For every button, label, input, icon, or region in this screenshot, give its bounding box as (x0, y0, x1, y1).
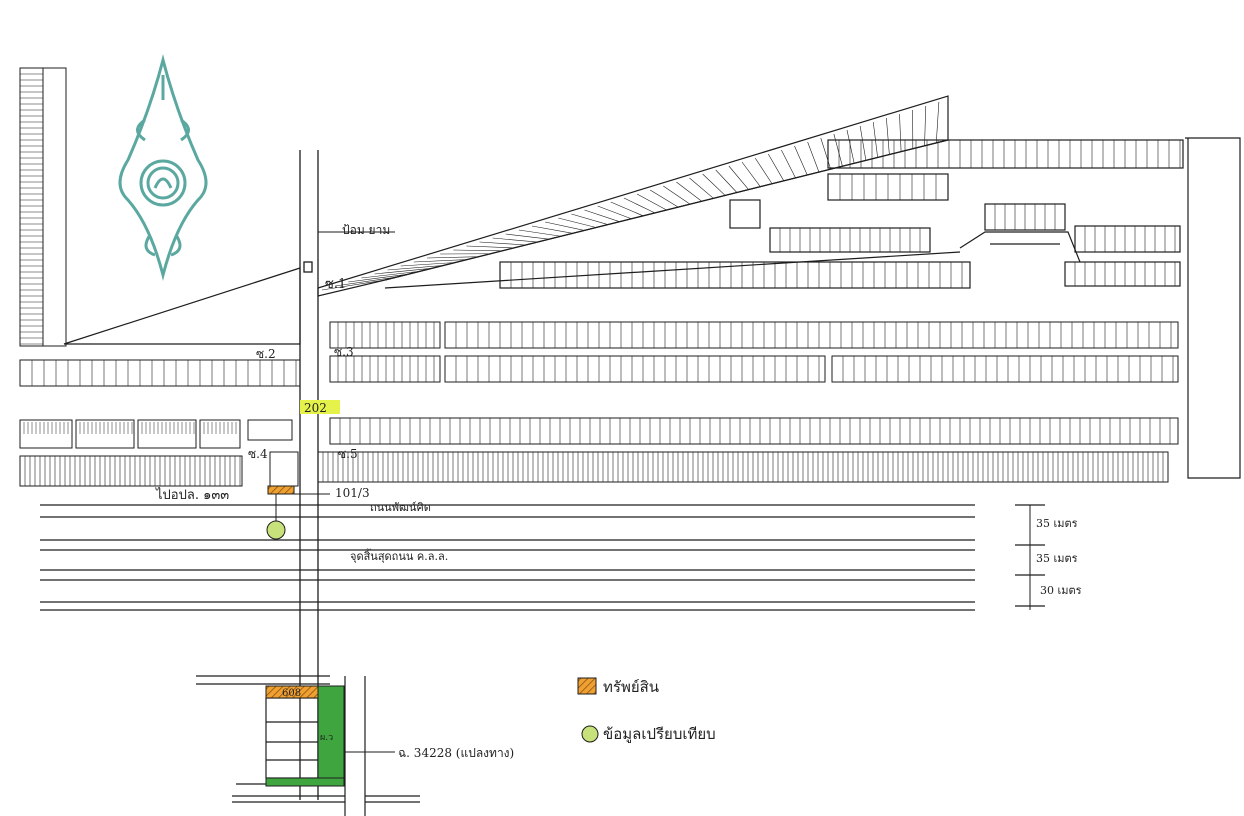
label-width-2: 35 เมตร (1036, 552, 1078, 565)
label-soi-4: ซ.4 (248, 447, 268, 461)
lot-divider (453, 249, 503, 252)
label-destination: ไปอปล. ๑๓๓ (155, 487, 229, 503)
left-lot-strip (19, 67, 67, 347)
lot-divider (636, 193, 667, 211)
lot-divider (426, 256, 479, 259)
lot-divider (899, 113, 902, 152)
lot-divider (886, 117, 890, 155)
lot-divider (597, 205, 632, 220)
highlight-box (300, 400, 340, 414)
legend-label-property: ทรัพย์สิน (603, 678, 659, 696)
lot-divider (715, 169, 738, 193)
comparison-marker (266, 520, 286, 540)
label-width-3: 30 เมตร (1040, 584, 1082, 597)
hatched-square-icon (577, 677, 597, 695)
lot-divider (623, 197, 655, 214)
highlight-number: 202 (304, 401, 327, 415)
lot-divider (820, 137, 831, 170)
circle-icon (581, 725, 599, 743)
lot-divider (935, 101, 940, 143)
inset-deed-label: ฉ. 34228 (แปลงทาง) (398, 746, 514, 760)
seal-stamp-icon (118, 54, 208, 281)
label-main-road: ถนนพัฒน์คิด (370, 501, 431, 514)
lot-divider (676, 181, 702, 202)
lot-divider (466, 245, 515, 249)
label-soi-1: ซ.1 (325, 277, 346, 292)
lot-divider (348, 273, 409, 283)
lot-divider (728, 165, 749, 190)
inset-green-base (265, 777, 345, 787)
label-width-1: 35 เมตร (1036, 517, 1078, 530)
lot-divider (702, 173, 726, 196)
lot-divider (335, 276, 397, 287)
lot-divider (807, 141, 820, 173)
lot-divider (754, 157, 773, 184)
lot-divider (859, 125, 867, 161)
lot-divider (610, 201, 644, 217)
lot-divider (413, 259, 468, 263)
legend: ทรัพย์สิน ข้อมูลเปรียบเทียบ (577, 677, 716, 743)
lot-divider (571, 213, 608, 225)
legend-label-comparison: ข้อมูลเปรียบเทียบ (603, 725, 716, 743)
subject-property-marker (267, 485, 295, 495)
lot-divider (781, 149, 796, 179)
inset-green-parcel (317, 685, 345, 781)
inset-green-label: ผ.ว (320, 733, 333, 743)
lot-divider (649, 189, 679, 208)
inset-subject-parcel (265, 685, 319, 699)
lot-divider (584, 209, 620, 222)
lot-divider (767, 153, 785, 181)
lot-divider (741, 161, 761, 187)
label-soi-5: ซ.5 (338, 447, 358, 461)
lot-divider (361, 270, 421, 279)
inset-parcel-number: 608 (282, 688, 301, 699)
lot-divider (492, 237, 538, 243)
lot-divider (505, 233, 550, 240)
lot-divider (400, 262, 456, 267)
lot-divider (663, 185, 691, 205)
highway-lanes (40, 504, 1045, 611)
lot-divider (518, 229, 561, 237)
label-house-number: 101/3 (335, 486, 370, 500)
lot-divider (924, 105, 927, 146)
label-sub-road: จุดสิ้นสุดถนน ค.ล.ล. (350, 548, 448, 563)
lot-divider (833, 133, 843, 167)
lot-divider (479, 241, 526, 246)
label-soi-2: ซ.2 (256, 347, 276, 361)
lot-divider (321, 279, 386, 291)
lot-divider (846, 129, 855, 164)
main-access-road (299, 150, 319, 800)
lot-divider (387, 265, 444, 271)
lot-divider (374, 268, 432, 275)
lot-rows (19, 321, 1179, 487)
lot-divider (794, 145, 808, 176)
label-soi-3: ซ.3 (334, 345, 354, 359)
lot-divider (531, 225, 573, 234)
lot-divider (545, 221, 585, 231)
lot-divider (689, 177, 714, 199)
label-guardhouse: ป้อม ยาม (342, 223, 390, 237)
lot-divider (558, 217, 597, 228)
